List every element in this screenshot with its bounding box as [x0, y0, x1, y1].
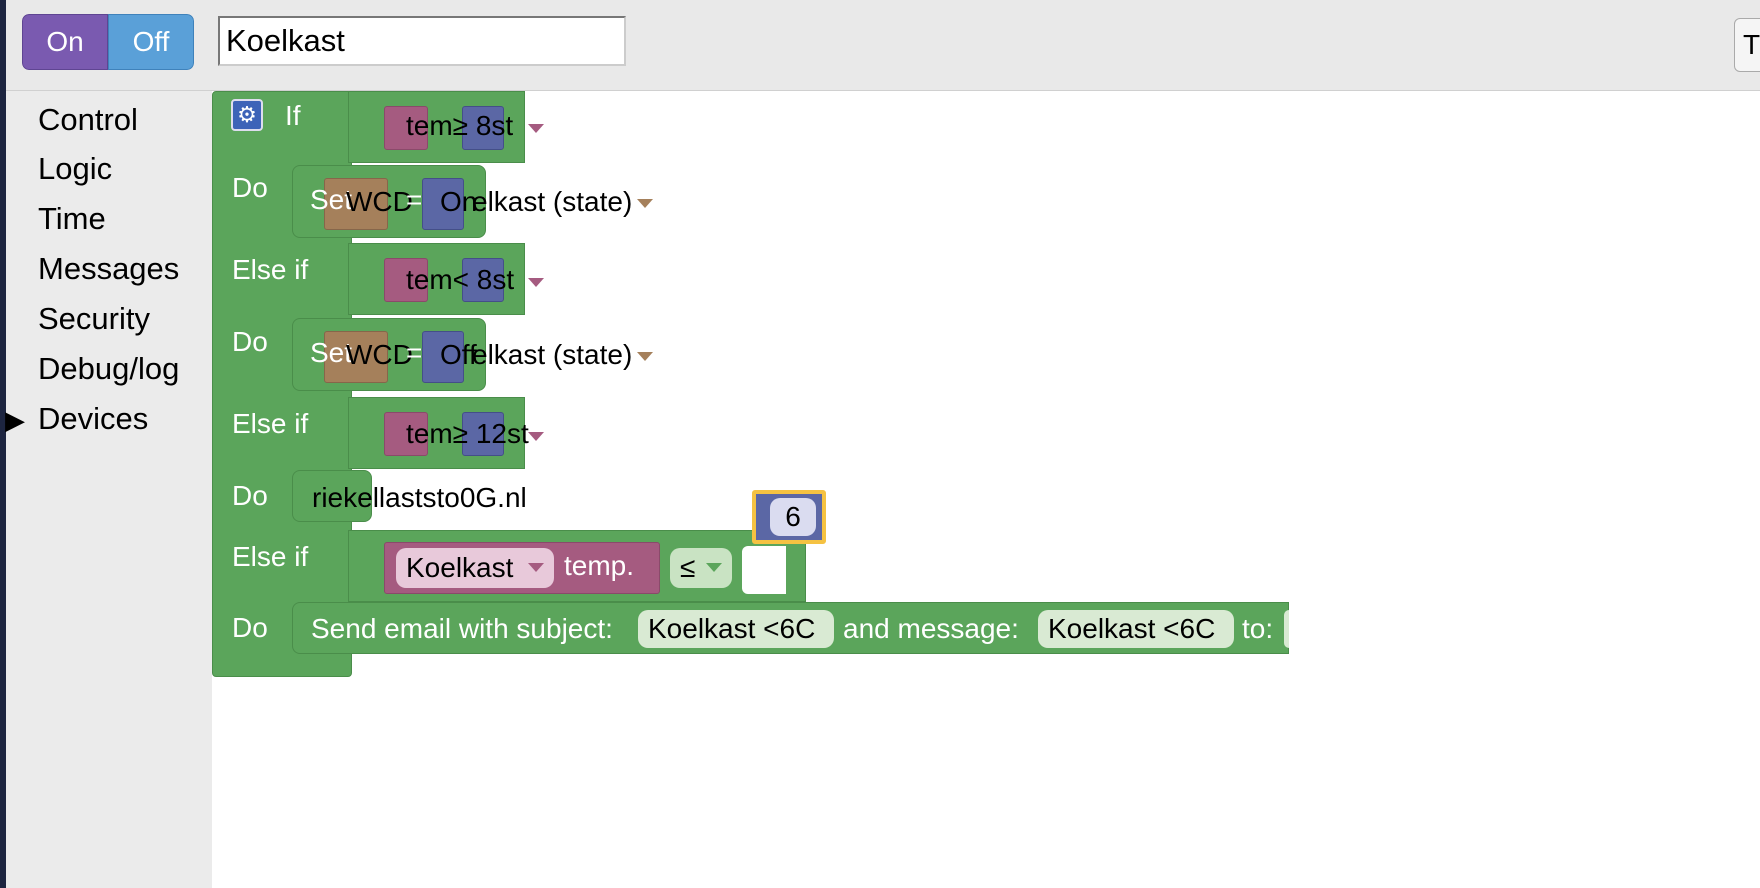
and-message-label: and message: — [843, 613, 1019, 644]
category-control[interactable]: Control — [38, 102, 138, 137]
category-time[interactable]: Time — [38, 201, 106, 236]
do-label-1: Do — [232, 172, 268, 203]
target-label-1: elkast (state) — [472, 186, 633, 217]
do-label-3: Do — [232, 480, 268, 511]
set-label-1: Set — [310, 184, 353, 215]
chevron-down-icon — [706, 563, 722, 572]
message-value: Koelkast <6C — [1048, 613, 1216, 644]
set-device-block-2[interactable] — [324, 331, 388, 383]
condition-text-3: tem≥ 12st — [406, 418, 529, 449]
category-logic[interactable]: Logic — [38, 151, 113, 186]
number-block-3[interactable] — [462, 412, 504, 456]
condition-text-1: tem≥ 8st — [406, 110, 514, 141]
chevron-down-icon — [528, 563, 544, 572]
to-field[interactable] — [1284, 610, 1289, 648]
dropdown-arrow-icon[interactable] — [637, 352, 653, 361]
condition-text-2: tem< 8st — [406, 264, 515, 295]
state-value-2: Off — [440, 339, 477, 370]
number-block-2[interactable] — [462, 258, 504, 302]
number-value: 6 — [785, 501, 801, 532]
subject-value: Koelkast <6C — [648, 613, 816, 644]
number-block-1[interactable] — [462, 106, 504, 150]
do-label-2: Do — [232, 326, 268, 357]
device-block-2[interactable] — [384, 258, 428, 302]
email-address-overlap: riekellaststo0G.nl — [312, 482, 527, 513]
rule-name-input[interactable] — [218, 16, 626, 66]
device-name-2: WCD — [346, 339, 413, 370]
number-value-field[interactable]: 6 — [770, 498, 816, 536]
operator-dropdown[interactable]: ≤ — [670, 548, 732, 588]
state-block-1[interactable] — [422, 178, 464, 230]
on-button[interactable]: On — [22, 14, 108, 70]
state-value-1: On — [440, 186, 478, 217]
set-label-2: Set — [310, 337, 353, 368]
equals-2: = — [406, 337, 423, 368]
dropdown-arrow-icon[interactable] — [637, 199, 653, 208]
else-if-label-2: Else if — [232, 408, 309, 439]
device-name-1: WCD — [346, 186, 413, 217]
operator-value: ≤ — [680, 552, 696, 583]
field-label: temp. — [564, 550, 635, 581]
target-label-2: elkast (state) — [472, 339, 633, 370]
device-block-1[interactable] — [384, 106, 428, 150]
state-block-2[interactable] — [422, 331, 464, 383]
set-device-block-1[interactable] — [324, 178, 388, 230]
category-security[interactable]: Security — [38, 301, 150, 336]
category-messages[interactable]: Messages — [38, 251, 180, 286]
else-if-label-3: Else if — [232, 541, 309, 572]
dropdown-arrow-icon[interactable] — [528, 432, 544, 441]
category-sidebar — [6, 91, 211, 888]
device-block-3[interactable] — [384, 412, 428, 456]
to-label: to: — [1242, 613, 1274, 644]
off-button[interactable]: Off — [108, 14, 194, 70]
send-email-label: Send email with subject: — [311, 613, 613, 644]
category-devices[interactable]: Devices — [38, 401, 149, 436]
expand-arrow-icon: ▶ — [5, 405, 25, 435]
do-label-4: Do — [232, 612, 268, 643]
device-dropdown-value: Koelkast — [406, 552, 514, 583]
window-edge — [0, 0, 6, 888]
top-right-button[interactable]: T — [1734, 18, 1760, 72]
dropdown-arrow-icon[interactable] — [528, 124, 544, 133]
do-statement-3[interactable] — [292, 470, 372, 522]
if-label: If — [285, 100, 301, 131]
gear-icon[interactable]: ⚙ — [231, 99, 263, 131]
equals-1: = — [406, 184, 423, 215]
if-condition-arm-3 — [348, 397, 525, 469]
category-debug-log[interactable]: Debug/log — [38, 351, 180, 386]
else-if-label-1: Else if — [232, 254, 309, 285]
message-field[interactable]: Koelkast <6C — [1038, 610, 1234, 648]
dropdown-arrow-icon[interactable] — [528, 278, 544, 287]
on-off-toggle[interactable]: On Off — [22, 14, 194, 70]
device-dropdown[interactable]: Koelkast — [396, 548, 554, 588]
subject-field[interactable]: Koelkast <6C — [638, 610, 834, 648]
empty-value-socket[interactable] — [742, 546, 786, 594]
